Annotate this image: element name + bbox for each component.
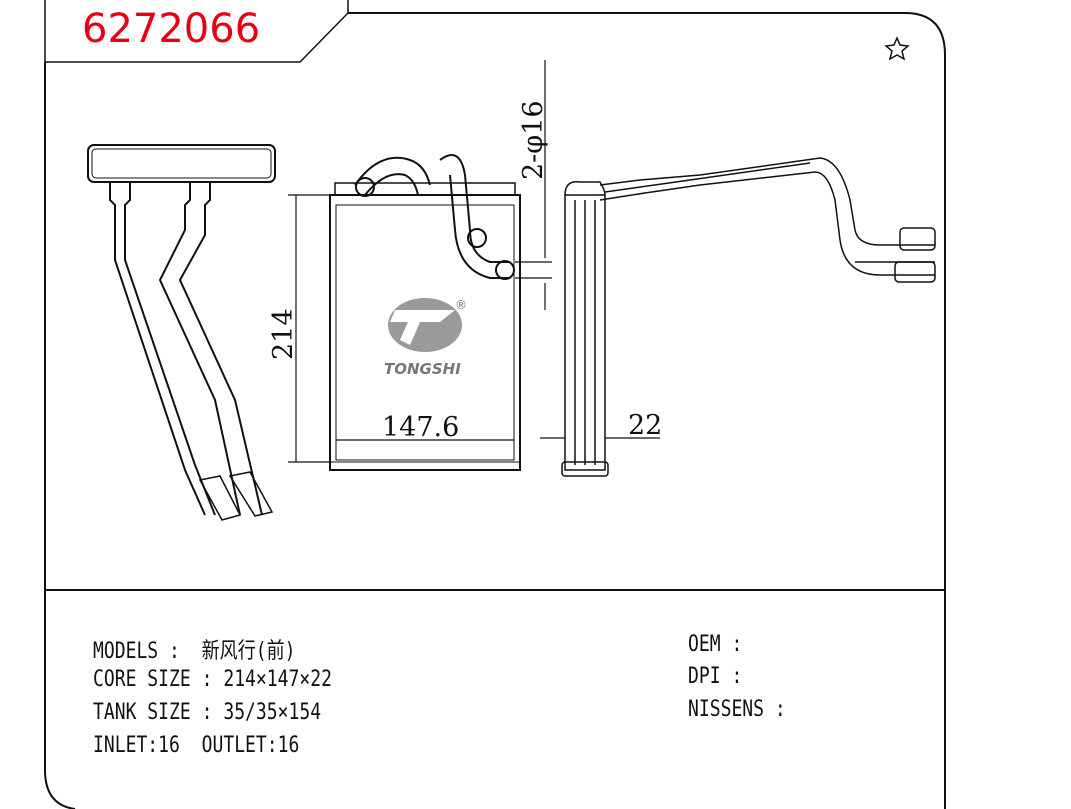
spec-oem: OEM :: [688, 632, 743, 657]
spec-core-size: CORE SIZE : 214×147×22: [93, 667, 332, 692]
core-front-view: [329, 154, 521, 471]
tongshi-logo: TONGSHI ®: [384, 298, 467, 378]
left-view: [87, 144, 276, 521]
sheet-frame: [44, 0, 946, 809]
dimension-lines: [288, 60, 660, 463]
dimension-depth: 22: [628, 410, 662, 441]
dimension-pipe: 2-φ16: [518, 100, 549, 180]
part-number: 6272066: [82, 6, 261, 52]
spec-inlet-outlet: INLET:16 OUTLET:16: [93, 733, 300, 758]
spec-tank-size: TANK SIZE : 35/35×154: [93, 700, 322, 725]
registered-mark: ®: [455, 298, 467, 312]
dimension-width: 147.6: [382, 412, 459, 443]
logo-text: TONGSHI: [384, 360, 461, 378]
spec-nissens: NISSENS :: [688, 697, 786, 722]
spec-dpi: DPI :: [688, 664, 743, 689]
dimension-height: 214: [268, 308, 299, 360]
side-view: [561, 157, 936, 477]
star-icon[interactable]: [884, 36, 910, 61]
spec-models: MODELS : 新风行(前): [93, 639, 296, 664]
